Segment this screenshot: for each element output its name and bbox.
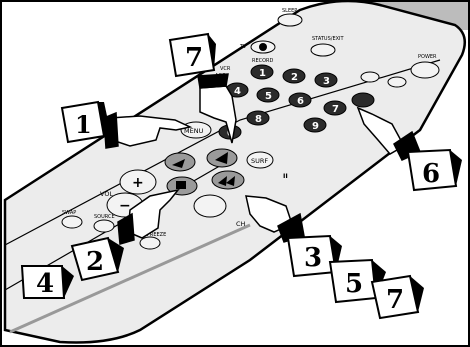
step-card-7-top: 7: [170, 34, 216, 76]
svg-text:4: 4: [234, 86, 241, 97]
swap-label: SWAP: [62, 210, 76, 216]
digit-button[interactable]: 9: [304, 118, 326, 132]
swap-button[interactable]: [62, 216, 82, 228]
fast-forward-button[interactable]: [212, 171, 244, 189]
svg-text:6: 6: [297, 96, 304, 107]
step-number-3: 3: [304, 243, 322, 273]
small-button[interactable]: [388, 77, 406, 87]
surf-label: SURF: [251, 157, 268, 165]
svg-text:2: 2: [291, 72, 298, 83]
digit-button[interactable]: 6: [289, 93, 311, 107]
status-exit-button[interactable]: [311, 44, 335, 56]
digit-button[interactable]: 5: [257, 88, 279, 102]
step-number-1: 1: [75, 110, 92, 139]
power-button[interactable]: [411, 62, 439, 78]
step-card-7-bottom: 7: [372, 276, 424, 318]
digit-button[interactable]: 1: [251, 65, 273, 79]
digit-button[interactable]: 3: [315, 73, 337, 87]
step-number-7: 7: [185, 43, 203, 73]
record-icon: [259, 43, 267, 51]
digit-button[interactable]: 8: [247, 111, 269, 125]
stop-icon: [176, 181, 186, 189]
step-number-4: 4: [36, 269, 54, 299]
sleep-label: SLEEP: [282, 8, 297, 14]
svg-text:9: 9: [312, 121, 319, 132]
vol-label: VOL: [100, 190, 113, 198]
digit-button[interactable]: 7: [324, 101, 346, 115]
step-number-2: 2: [86, 247, 104, 277]
digit-button[interactable]: 2: [283, 69, 305, 83]
svg-text:7: 7: [332, 104, 339, 115]
step-number-6: 6: [422, 159, 440, 189]
svg-text:8: 8: [255, 114, 262, 125]
status-exit-label: STATUS/EXIT: [312, 36, 345, 42]
channel-down-button[interactable]: [194, 195, 226, 217]
svg-text:1: 1: [259, 68, 266, 79]
step-card-1: 1: [62, 102, 110, 142]
svg-text:5: 5: [265, 91, 272, 102]
step-card-6: 6: [408, 150, 462, 190]
record-label: RECORD: [252, 58, 274, 64]
source-label: SOURCE: [94, 214, 115, 220]
small-button[interactable]: [361, 72, 379, 82]
tv-label: TV: [239, 44, 247, 50]
power-label: POWER: [418, 54, 437, 60]
digit-button[interactable]: [352, 93, 374, 107]
pause-label: II: [283, 172, 288, 180]
svg-text:3: 3: [323, 76, 330, 87]
ch-label: CH: [236, 220, 246, 228]
step-number-5: 5: [345, 269, 363, 299]
freeze-button[interactable]: [140, 237, 160, 249]
source-button[interactable]: [94, 220, 114, 232]
vcr-label: VCR: [220, 66, 231, 72]
step-number-7-bottom: 7: [386, 285, 404, 315]
plus-label: +: [132, 175, 144, 191]
sleep-button[interactable]: [278, 14, 302, 26]
minus-label: −: [119, 198, 131, 214]
